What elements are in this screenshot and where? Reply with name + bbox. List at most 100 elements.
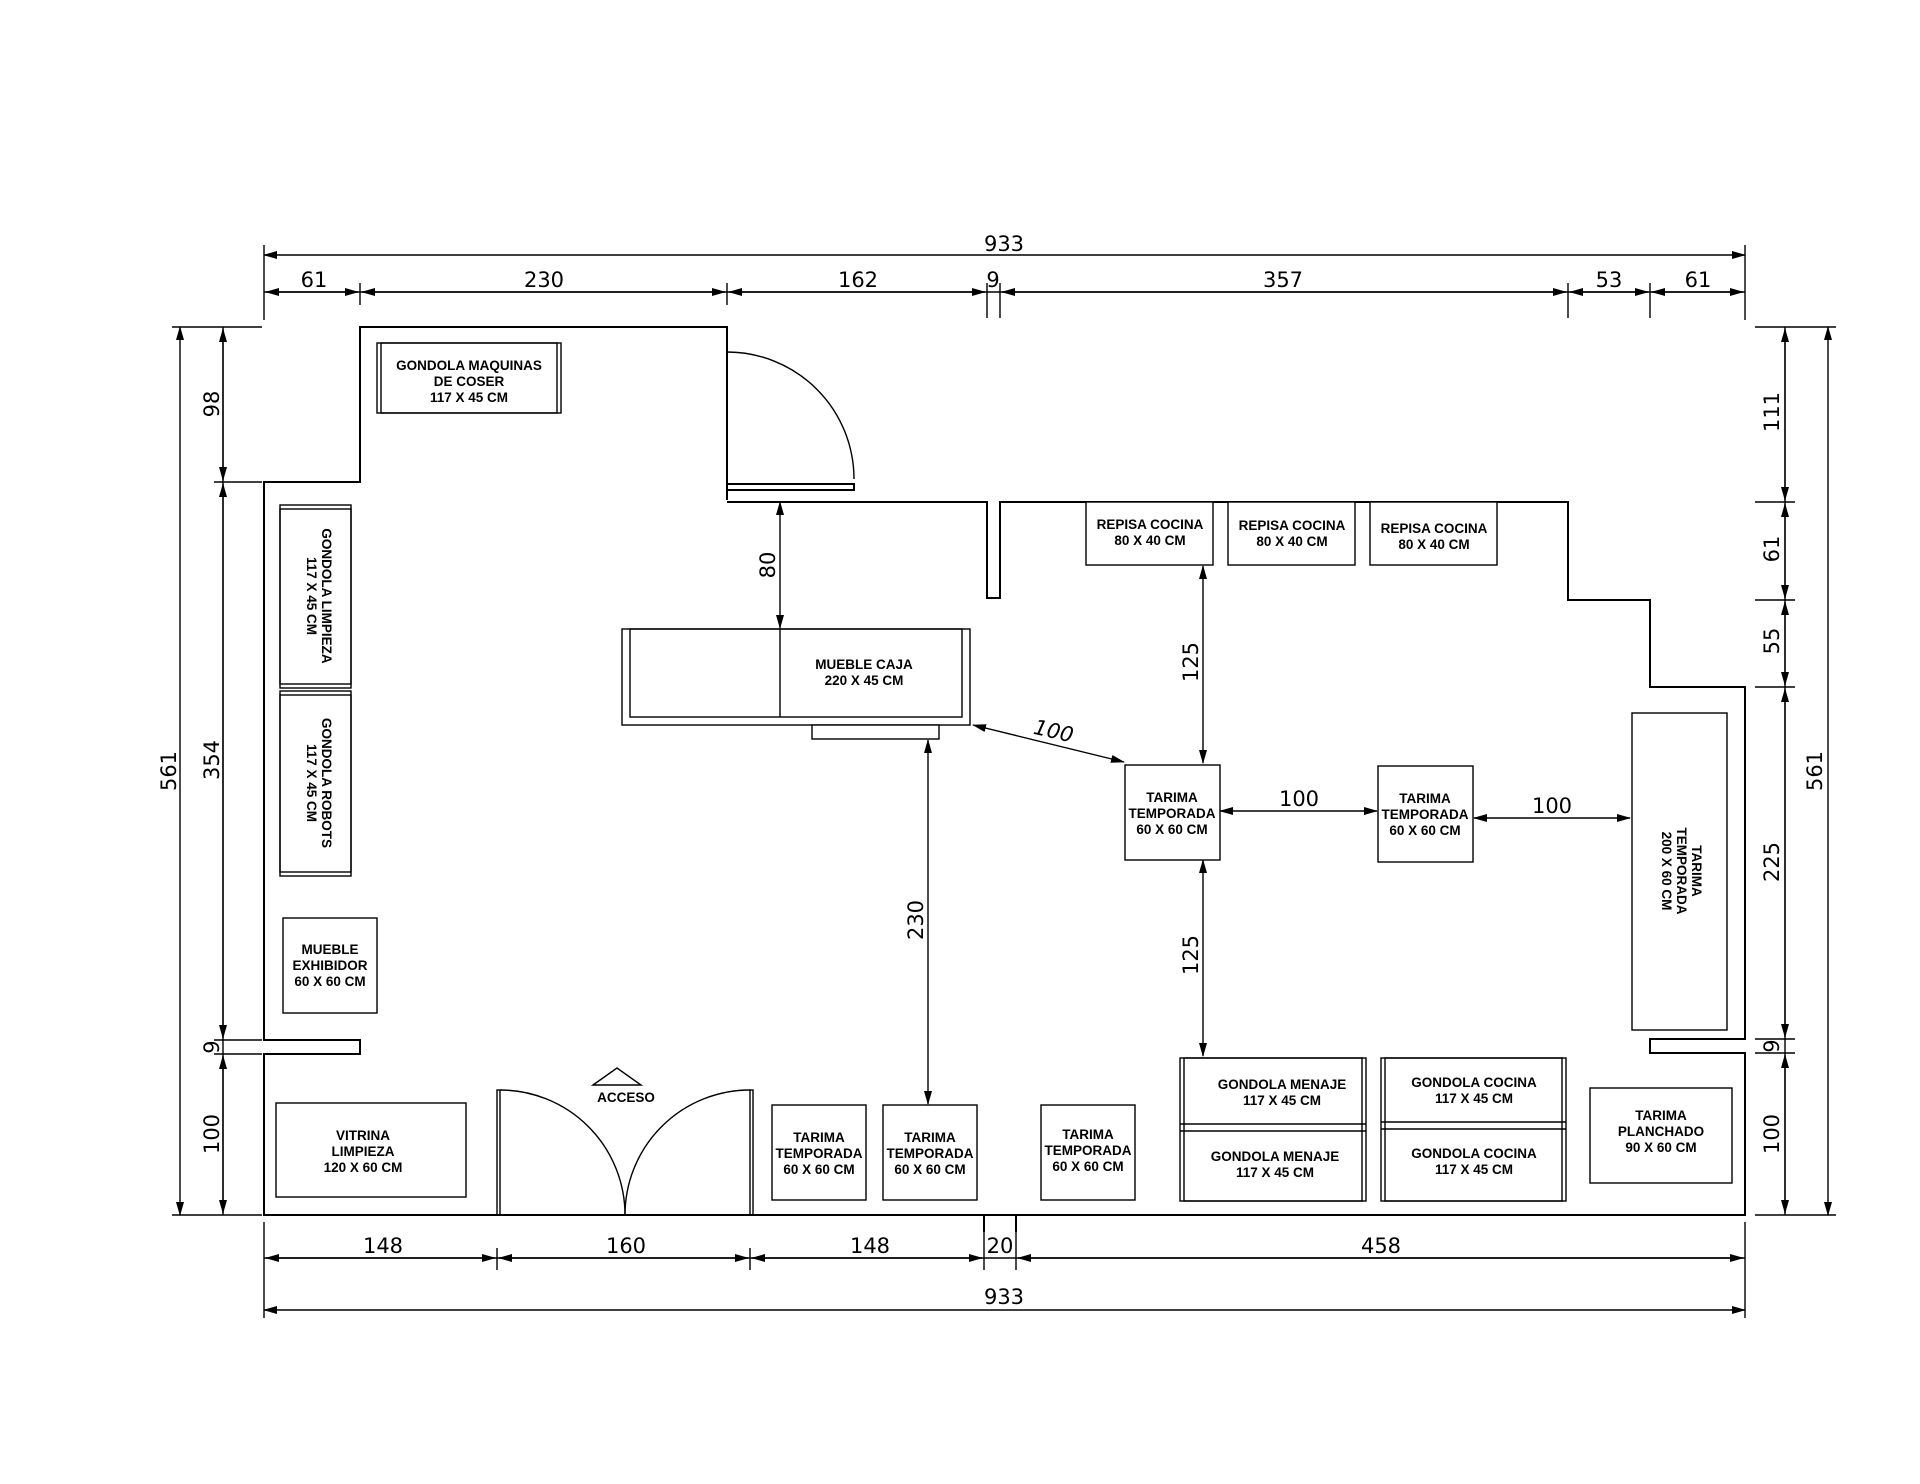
repisa-2-line2: 80 X 40 CM bbox=[1256, 534, 1327, 549]
tarima-temporada-bottom-3: TARIMA TEMPORADA 60 X 60 CM bbox=[1040, 1104, 1136, 1201]
dim-left-ticks bbox=[214, 481, 262, 1055]
gondola-limpieza-line2: 117 X 45 CM bbox=[304, 557, 319, 635]
mueble-caja-line1: MUEBLE CAJA bbox=[815, 657, 913, 672]
dim-100-diag-line bbox=[972, 724, 1125, 763]
tarima-b3-line1: TARIMA bbox=[1062, 1127, 1114, 1142]
tarima-temporada-center-2: TARIMA TEMPORADA 60 X 60 CM bbox=[1377, 765, 1474, 863]
dim-top-seg-7: 61 bbox=[1685, 268, 1712, 292]
mueble-caja-line2: 220 X 45 CM bbox=[825, 673, 904, 688]
dim-top-seg-5: 357 bbox=[1263, 268, 1303, 292]
tarima-temporada-center-1: TARIMA TEMPORADA 60 X 60 CM bbox=[1124, 764, 1221, 861]
outer-wall-upper bbox=[263, 326, 1746, 1216]
gondola-menaje-bottom-line1: GONDOLA MENAJE bbox=[1211, 1149, 1340, 1164]
walls bbox=[263, 326, 1746, 1232]
gondola-menaje-bottom-line2: 117 X 45 CM bbox=[1236, 1165, 1314, 1180]
dim-125-bottom: 125 bbox=[1179, 935, 1203, 975]
tarima-c2-line3: 60 X 60 CM bbox=[1389, 823, 1460, 838]
vitrina-limpieza-line3: 120 X 60 CM bbox=[324, 1160, 403, 1175]
dim-top-ticks bbox=[359, 283, 1651, 318]
gondola-maquinas-line2: DE COSER bbox=[434, 374, 505, 389]
dim-bottom-seg-3: 148 bbox=[850, 1234, 890, 1258]
door-swing-right bbox=[624, 1089, 751, 1216]
gondola-cocina-bottom-line1: GONDOLA COCINA bbox=[1411, 1146, 1537, 1161]
gondola-robots: GONDOLA ROBOTS 117 X 45 CM bbox=[279, 690, 352, 877]
dim-100-diag: 100 bbox=[1031, 715, 1075, 747]
tarima-planchado-line3: 90 X 60 CM bbox=[1625, 1140, 1696, 1155]
tarima-temporada-large: TARIMA TEMPORADA 200 X 60 CM bbox=[1631, 712, 1728, 1031]
tarima-b1-line3: 60 X 60 CM bbox=[783, 1162, 854, 1177]
tarima-large-line1: TARIMA bbox=[1689, 845, 1704, 897]
gondola-cocina-bottom-line2: 117 X 45 CM bbox=[1435, 1162, 1513, 1177]
door-frame bbox=[727, 483, 855, 491]
tarima-b1-line2: TEMPORADA bbox=[776, 1146, 863, 1161]
dim-left-seg-4: 100 bbox=[200, 1114, 224, 1154]
entrance-doors: ACCESO bbox=[496, 1067, 754, 1216]
vitrina-limpieza: VITRINA LIMPIEZA 120 X 60 CM bbox=[275, 1102, 467, 1198]
dim-bottom-total: 933 bbox=[984, 1285, 1024, 1309]
gondola-menaje: GONDOLA MENAJE 117 X 45 CM GONDOLA MENAJ… bbox=[1179, 1057, 1367, 1202]
gondola-robots-line2: 117 X 45 CM bbox=[304, 744, 319, 822]
repisa-3-line2: 80 X 40 CM bbox=[1398, 537, 1469, 552]
tarima-planchado-line1: TARIMA bbox=[1635, 1108, 1687, 1123]
dim-right-ticks bbox=[1755, 501, 1795, 1054]
repisa-cocina-1: REPISA COCINA 80 X 40 CM bbox=[1085, 501, 1214, 566]
interior-dimensions: 80 125 100 100 100 230 125 bbox=[756, 501, 1631, 1105]
dim-top-seg-2: 230 bbox=[524, 268, 564, 292]
dim-right-seg-1: 111 bbox=[1760, 392, 1784, 432]
repisa-1-line2: 80 X 40 CM bbox=[1114, 533, 1185, 548]
dim-125-top: 125 bbox=[1179, 642, 1203, 682]
mueble-exhibidor-line1: MUEBLE bbox=[302, 942, 359, 957]
tarima-b2-line2: TEMPORADA bbox=[887, 1146, 974, 1161]
dim-bottom-seg-5: 458 bbox=[1361, 1234, 1401, 1258]
gondola-cocina: GONDOLA COCINA 117 X 45 CM GONDOLA COCIN… bbox=[1380, 1057, 1567, 1202]
tarima-temporada-bottom-1: TARIMA TEMPORADA 60 X 60 CM bbox=[771, 1104, 867, 1201]
dim-top-seg-3: 162 bbox=[838, 268, 878, 292]
gondola-limpieza: GONDOLA LIMPIEZA 117 X 45 CM bbox=[279, 504, 352, 689]
tarima-c2-line2: TEMPORADA bbox=[1382, 807, 1469, 822]
repisa-cocina-2: REPISA COCINA 80 X 40 CM bbox=[1227, 501, 1356, 566]
gondola-maquinas: GONDOLA MAQUINAS DE COSER 117 X 45 CM bbox=[376, 342, 562, 414]
tarima-c1-line1: TARIMA bbox=[1146, 790, 1198, 805]
tarima-b3-line2: TEMPORADA bbox=[1045, 1143, 1132, 1158]
vitrina-limpieza-line2: LIMPIEZA bbox=[332, 1144, 395, 1159]
dim-left-seg-1: 98 bbox=[200, 391, 224, 418]
dim-230: 230 bbox=[904, 900, 928, 940]
tarima-large-line2: TEMPORADA bbox=[1674, 828, 1689, 915]
tarima-c2-line1: TARIMA bbox=[1399, 791, 1451, 806]
mueble-exhibidor: MUEBLE EXHIBIDOR 60 X 60 CM bbox=[282, 917, 378, 1014]
dim-bottom-ticks bbox=[263, 1222, 1746, 1318]
door-top bbox=[726, 351, 855, 480]
tarima-planchado: TARIMA PLANCHADO 90 X 60 CM bbox=[1589, 1087, 1733, 1184]
tarima-temporada-bottom-2: TARIMA TEMPORADA 60 X 60 CM bbox=[882, 1104, 978, 1201]
tarima-large-line3: 200 X 60 CM bbox=[1659, 832, 1674, 911]
repisa-3-line1: REPISA COCINA bbox=[1381, 521, 1488, 536]
vitrina-limpieza-line1: VITRINA bbox=[336, 1128, 390, 1143]
dim-right-seg-4: 225 bbox=[1760, 842, 1784, 882]
door-leaf-left bbox=[496, 1089, 501, 1216]
tarima-c1-line2: TEMPORADA bbox=[1129, 806, 1216, 821]
dim-right-seg-2: 61 bbox=[1760, 536, 1784, 563]
repisa-1-line1: REPISA COCINA bbox=[1097, 517, 1204, 532]
repisa-2-line1: REPISA COCINA bbox=[1239, 518, 1346, 533]
gondola-cocina-top-line2: 117 X 45 CM bbox=[1435, 1091, 1513, 1106]
dim-left-seg-2: 354 bbox=[200, 740, 224, 780]
gondola-menaje-top-line1: GONDOLA MENAJE bbox=[1218, 1077, 1347, 1092]
dim-80: 80 bbox=[756, 552, 780, 579]
dim-right-seg-3: 55 bbox=[1760, 628, 1784, 655]
tarima-b2-line1: TARIMA bbox=[904, 1130, 956, 1145]
dim-100-right: 100 bbox=[1532, 794, 1572, 818]
dim-top-seg-6: 53 bbox=[1596, 268, 1623, 292]
entrance-marker-icon bbox=[590, 1067, 644, 1086]
dim-left-total: 561 bbox=[157, 751, 181, 791]
mueble-exhibidor-line2: EXHIBIDOR bbox=[292, 958, 367, 973]
mueble-caja: MUEBLE CAJA 220 X 45 CM bbox=[621, 628, 971, 740]
dim-left-seg-3: 9 bbox=[200, 1040, 224, 1053]
tarima-planchado-line2: PLANCHADO bbox=[1618, 1124, 1704, 1139]
gondola-robots-line1: GONDOLA ROBOTS bbox=[319, 718, 334, 848]
dim-bottom-seg-4: 20 bbox=[987, 1234, 1014, 1258]
door-top-swing bbox=[726, 351, 855, 480]
gondola-menaje-top-line2: 117 X 45 CM bbox=[1243, 1093, 1321, 1108]
tarima-b2-line3: 60 X 60 CM bbox=[894, 1162, 965, 1177]
gondola-limpieza-line1: GONDOLA LIMPIEZA bbox=[319, 528, 334, 663]
